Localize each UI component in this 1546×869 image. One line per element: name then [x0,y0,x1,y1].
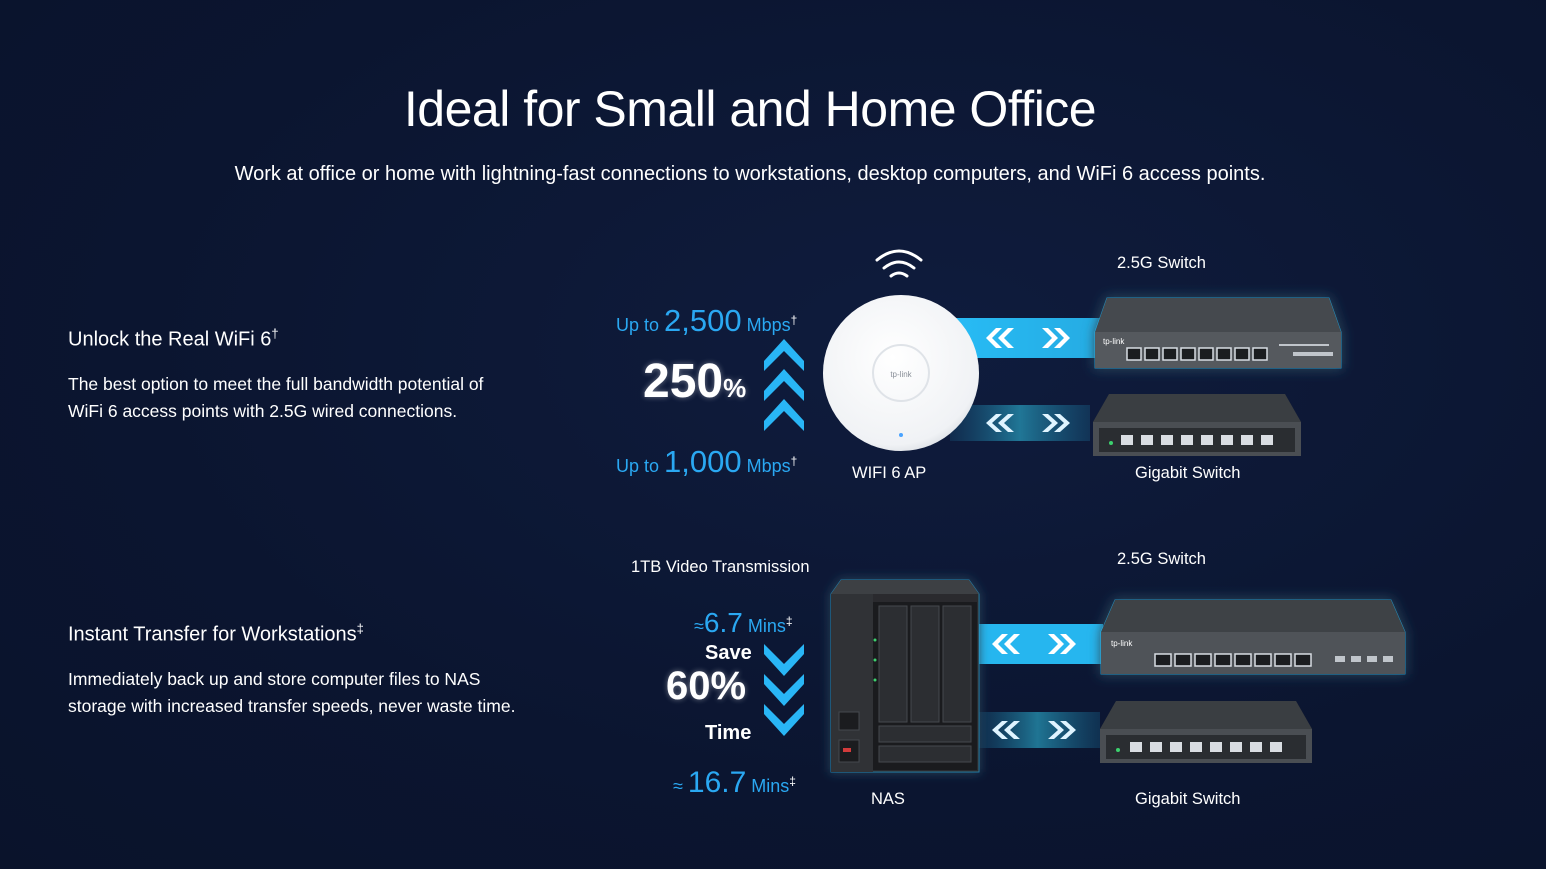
time-label: Time [705,722,752,744]
nas-bottom-stat: ≈ 16.7 Mins‡ [673,766,796,800]
footnote-mark: ‡ [789,774,796,788]
percent-sign: % [723,373,747,403]
switch-brand-logo: tp-link [1111,639,1133,648]
stat-unit: Mins [746,776,790,796]
switch-25g-label: 2.5G Switch [1117,550,1206,568]
save-label: Save [705,642,752,664]
stat-value: 1,000 [664,444,742,479]
wifi-bottom-stat: Up to 1,000 Mbps† [616,444,797,480]
ap-label: WIFI 6 AP [852,464,927,482]
double-arrow-left-icon [992,634,1020,654]
double-arrow-left-icon [992,721,1020,739]
double-arrow-right-icon [1048,634,1076,654]
feature-wifi-title: Unlock the Real WiFi 6† [68,326,279,352]
feature-nas-title: Instant Transfer for Workstations‡ [68,621,364,647]
footnote-mark: † [790,313,798,327]
percent-value: 250 [643,355,724,408]
wifi-icon [875,249,923,278]
stat-value: 6.7 [703,607,743,638]
chevron-up-icon [764,339,804,431]
stat-prefix: ≈ [673,776,688,796]
feature-nas-description-line: Immediately back up and store computer f… [68,669,481,689]
footnote-mark: ‡ [785,614,793,628]
feature-wifi-description-line: WiFi 6 access points with 2.5G wired con… [68,401,458,421]
feature-nas-title-text: Instant Transfer for Workstations [68,623,357,646]
page-title: Ideal for Small and Home Office [403,81,1097,137]
stat-prefix: ≈ [694,616,704,636]
feature-nas-description: Immediately back up and store computer f… [68,666,548,720]
chevron-down-icon [764,644,804,736]
nas-image [830,579,980,773]
switch-25g-image: tp-link [1094,297,1342,369]
access-point-image: tp-link [823,295,979,451]
switch-25g-label: 2.5G Switch [1117,254,1206,272]
footnote-mark: † [271,326,279,341]
switch-gigabit-image [1093,394,1301,456]
double-arrow-right-icon [1042,414,1070,432]
stat-unit: Mbps [741,456,791,476]
footnote-mark: † [790,454,798,468]
feature-wifi-description-line: The best option to meet the full bandwid… [68,374,484,394]
footnote-mark: ‡ [356,621,364,636]
switch-gigabit-image [1100,701,1312,763]
stat-value: 16.7 [687,766,747,799]
stat-unit: Mins [742,616,786,636]
stat-prefix: Up to [616,456,665,476]
stat-unit: Mbps [741,315,791,335]
nas-heading: 1TB Video Transmission [631,558,810,576]
switch-gigabit-label: Gigabit Switch [1135,790,1241,808]
wifi-top-stat: Up to 2,500 Mbps† [616,303,797,339]
feature-wifi-description: The best option to meet the full bandwid… [68,371,548,425]
nas-percent: 60% [666,664,747,708]
nas-top-stat: ≈6.7 Mins‡ [694,607,793,639]
switch-25g-image: tp-link [1100,599,1406,675]
switch-gigabit-label: Gigabit Switch [1135,464,1241,482]
feature-nas-description-line: storage with increased transfer speeds, … [68,696,516,716]
double-arrow-right-icon [1048,721,1076,739]
double-arrow-right-icon [1042,328,1070,348]
wifi-percent: 250% [643,354,746,409]
double-arrow-left-icon [986,328,1014,348]
page-subtitle: Work at office or home with lightning-fa… [234,163,1266,185]
connection-beams [975,624,1103,748]
connection-beams [950,318,1110,441]
feature-wifi-title-text: Unlock the Real WiFi 6 [68,328,272,351]
ap-brand-logo: tp-link [890,370,912,379]
stat-prefix: Up to [616,315,665,335]
nas-label: NAS [871,790,905,808]
double-arrow-left-icon [986,414,1014,432]
stat-value: 2,500 [664,303,742,338]
switch-brand-logo: tp-link [1103,337,1125,346]
